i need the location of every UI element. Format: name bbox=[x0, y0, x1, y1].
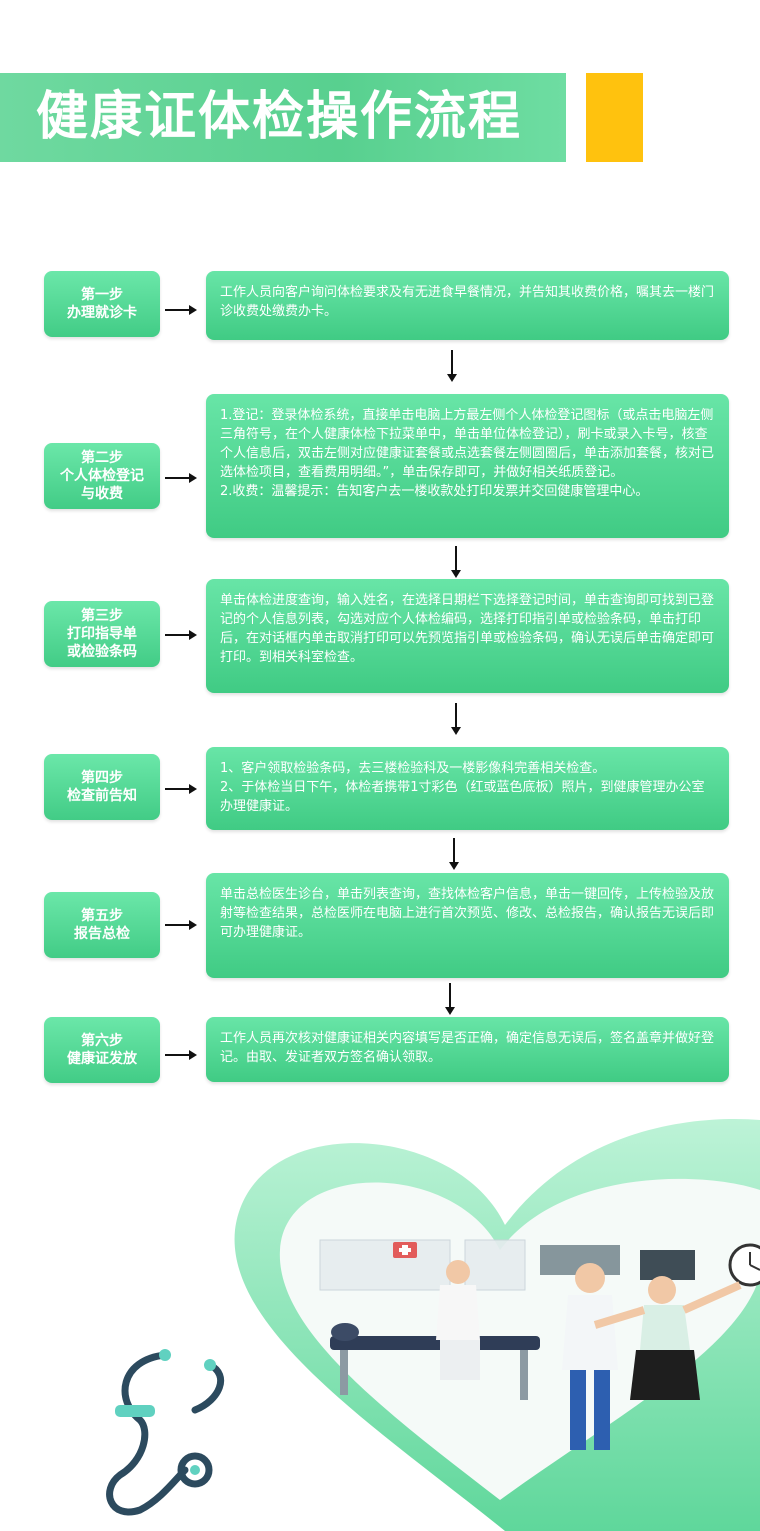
down-arrow-icon bbox=[447, 350, 457, 382]
clinic-wall bbox=[319, 1239, 695, 1291]
step-label-line: 第五步 bbox=[81, 908, 123, 924]
step-label-line: 报告总检 bbox=[74, 926, 130, 942]
step-label-line: 办理就诊卡 bbox=[67, 305, 137, 321]
step-content-line: 1、客户领取检验条码，去三楼检验科及一楼影像科完善相关检查。 bbox=[220, 761, 606, 776]
step-content-line: 单击体检进度查询，输入姓名，在选择日期栏下选择登记时间，单击查询即可找到已登记的… bbox=[220, 593, 715, 665]
step-box-4: 1、客户领取检验条码，去三楼检验科及一楼影像科完善相关检查。 2、于体检当日下午… bbox=[206, 747, 729, 830]
exam-bed bbox=[330, 1323, 540, 1400]
clock-icon bbox=[728, 1243, 760, 1287]
step-box-2: 1.登记：登录体检系统，直接单击电脑上方最左侧个人体检登记图标（或点击电脑左侧 … bbox=[206, 394, 729, 538]
step-label-line: 第二步 bbox=[81, 450, 123, 466]
title-bar: 健康证体检操作流程 bbox=[0, 73, 566, 162]
right-arrow-icon bbox=[165, 630, 197, 640]
step-label-4: 第四步 检查前告知 bbox=[44, 754, 160, 820]
step-label-line: 第四步 bbox=[81, 770, 123, 786]
step-box-3: 单击体检进度查询，输入姓名，在选择日期栏下选择登记时间，单击查询即可找到已登记的… bbox=[206, 579, 729, 693]
right-arrow-icon bbox=[165, 473, 197, 483]
nurse-figure bbox=[436, 1260, 480, 1380]
step-content-line: 工作人员再次核对健康证相关内容填写是否正确，确定信息无误后，签名盖章并做好登记。… bbox=[220, 1031, 715, 1065]
step-label-line: 检查前告知 bbox=[67, 788, 137, 804]
step-label-line: 或检验条码 bbox=[67, 644, 137, 660]
page-title: 健康证体检操作流程 bbox=[36, 87, 523, 147]
step-label-line: 个人体检登记 bbox=[60, 468, 144, 484]
step-box-6: 工作人员再次核对健康证相关内容填写是否正确，确定信息无误后，签名盖章并做好登记。… bbox=[206, 1017, 729, 1082]
step-box-5: 单击总检医生诊台，单击列表查询，查找体检客户信息，单击一键回传，上传检验及放射等… bbox=[206, 873, 729, 978]
down-arrow-icon bbox=[445, 983, 455, 1015]
step-box-1: 工作人员向客户询问体检要求及有无进食早餐情况，并告知其收费价格，嘱其去一楼门诊收… bbox=[206, 271, 729, 340]
heart-illustration bbox=[106, 1118, 760, 1531]
down-arrow-icon bbox=[451, 703, 461, 735]
step-label-6: 第六步 健康证发放 bbox=[44, 1017, 160, 1083]
step-label-5: 第五步 报告总检 bbox=[44, 892, 160, 958]
step-label-line: 与收费 bbox=[81, 486, 123, 502]
stethoscope-icon bbox=[106, 1349, 225, 1516]
right-arrow-icon bbox=[165, 784, 197, 794]
step-label-line: 打印指导单 bbox=[67, 626, 137, 642]
step-label-2: 第二步 个人体检登记 与收费 bbox=[44, 443, 160, 509]
step-content-line: 单击总检医生诊台，单击列表查询，查找体检客户信息，单击一键回传，上传检验及放射等… bbox=[220, 887, 715, 940]
step-label-line: 第一步 bbox=[81, 287, 123, 303]
step-content-line: 2.收费：温馨提示：告知客户去一楼收款处打印发票并交回健康管理中心。 bbox=[220, 484, 649, 499]
doctor-figure bbox=[562, 1263, 618, 1450]
step-label-line: 健康证发放 bbox=[67, 1051, 137, 1067]
step-content-line: 2、于体检当日下午，体检者携带1寸彩色（红或蓝色底板）照片，到健康管理办公室办理… bbox=[220, 780, 705, 814]
step-content-line: 工作人员向客户询问体检要求及有无进食早餐情况，并告知其收费价格，嘱其去一楼门诊收… bbox=[220, 285, 715, 319]
step-label-line: 第六步 bbox=[81, 1033, 123, 1049]
step-label-1: 第一步 办理就诊卡 bbox=[44, 271, 160, 337]
right-arrow-icon bbox=[165, 1050, 197, 1060]
step-label-3: 第三步 打印指导单 或检验条码 bbox=[44, 601, 160, 667]
patient-figure bbox=[593, 1276, 742, 1400]
down-arrow-icon bbox=[449, 838, 459, 870]
step-content-line: 1.登记：登录体检系统，直接单击电脑上方最左侧个人体检登记图标（或点击电脑左侧 … bbox=[220, 408, 727, 480]
right-arrow-icon bbox=[165, 305, 197, 315]
accent-block bbox=[586, 73, 643, 162]
down-arrow-icon bbox=[451, 546, 461, 578]
step-label-line: 第三步 bbox=[81, 608, 123, 624]
right-arrow-icon bbox=[165, 920, 197, 930]
